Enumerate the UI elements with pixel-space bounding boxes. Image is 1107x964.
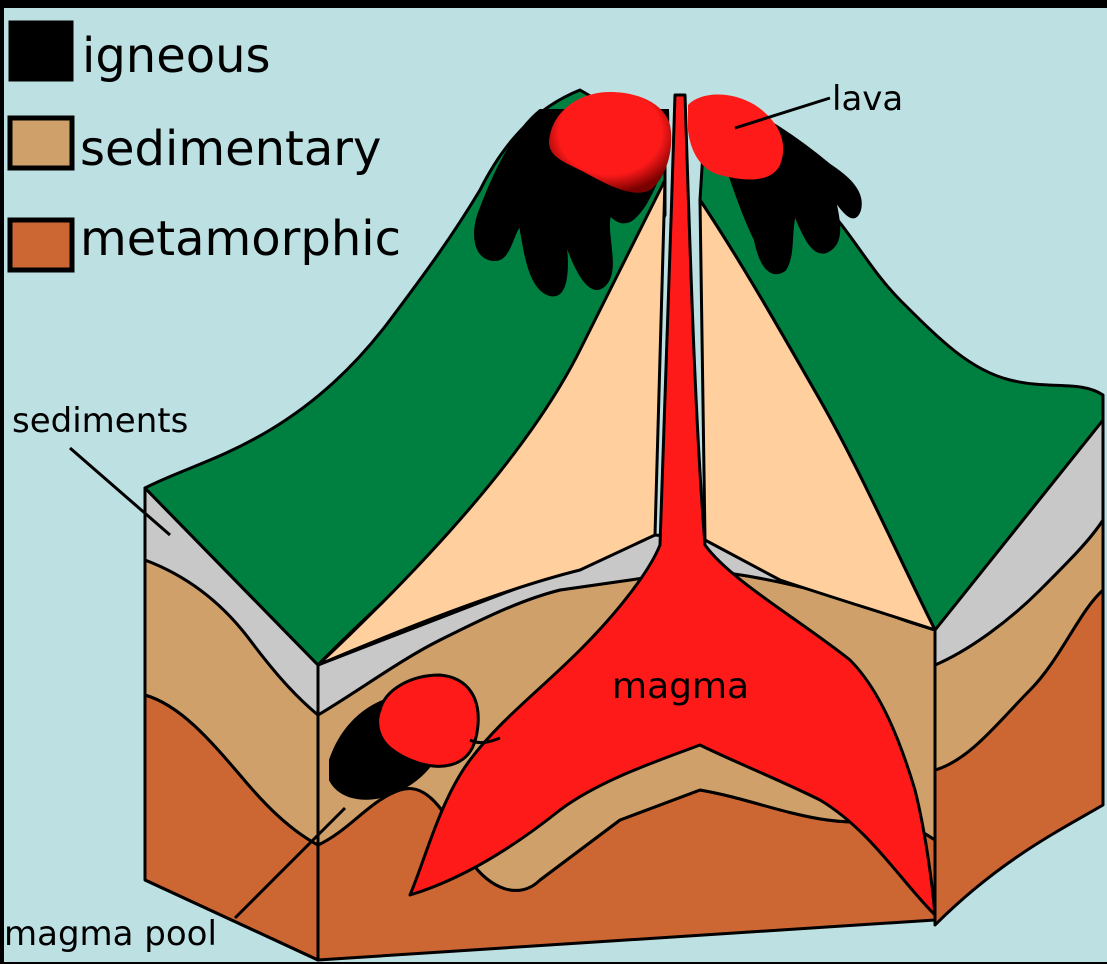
legend-label-sedimentary: sedimentary xyxy=(80,121,381,177)
legend-swatch-igneous xyxy=(10,22,72,80)
lava-label: lava xyxy=(832,79,903,119)
legend-label-igneous: igneous xyxy=(82,28,271,84)
sediments-label: sediments xyxy=(12,401,188,441)
magma-pool-label: magma pool xyxy=(4,914,217,954)
legend-label-metamorphic: metamorphic xyxy=(80,211,401,267)
legend-item-sedimentary: sedimentary xyxy=(10,118,381,177)
legend-item-metamorphic: metamorphic xyxy=(10,211,401,270)
legend-swatch-metamorphic xyxy=(10,220,72,270)
magma-label: magma xyxy=(612,666,749,707)
legend-swatch-sedimentary xyxy=(10,118,72,168)
legend-item-igneous: igneous xyxy=(10,22,271,84)
